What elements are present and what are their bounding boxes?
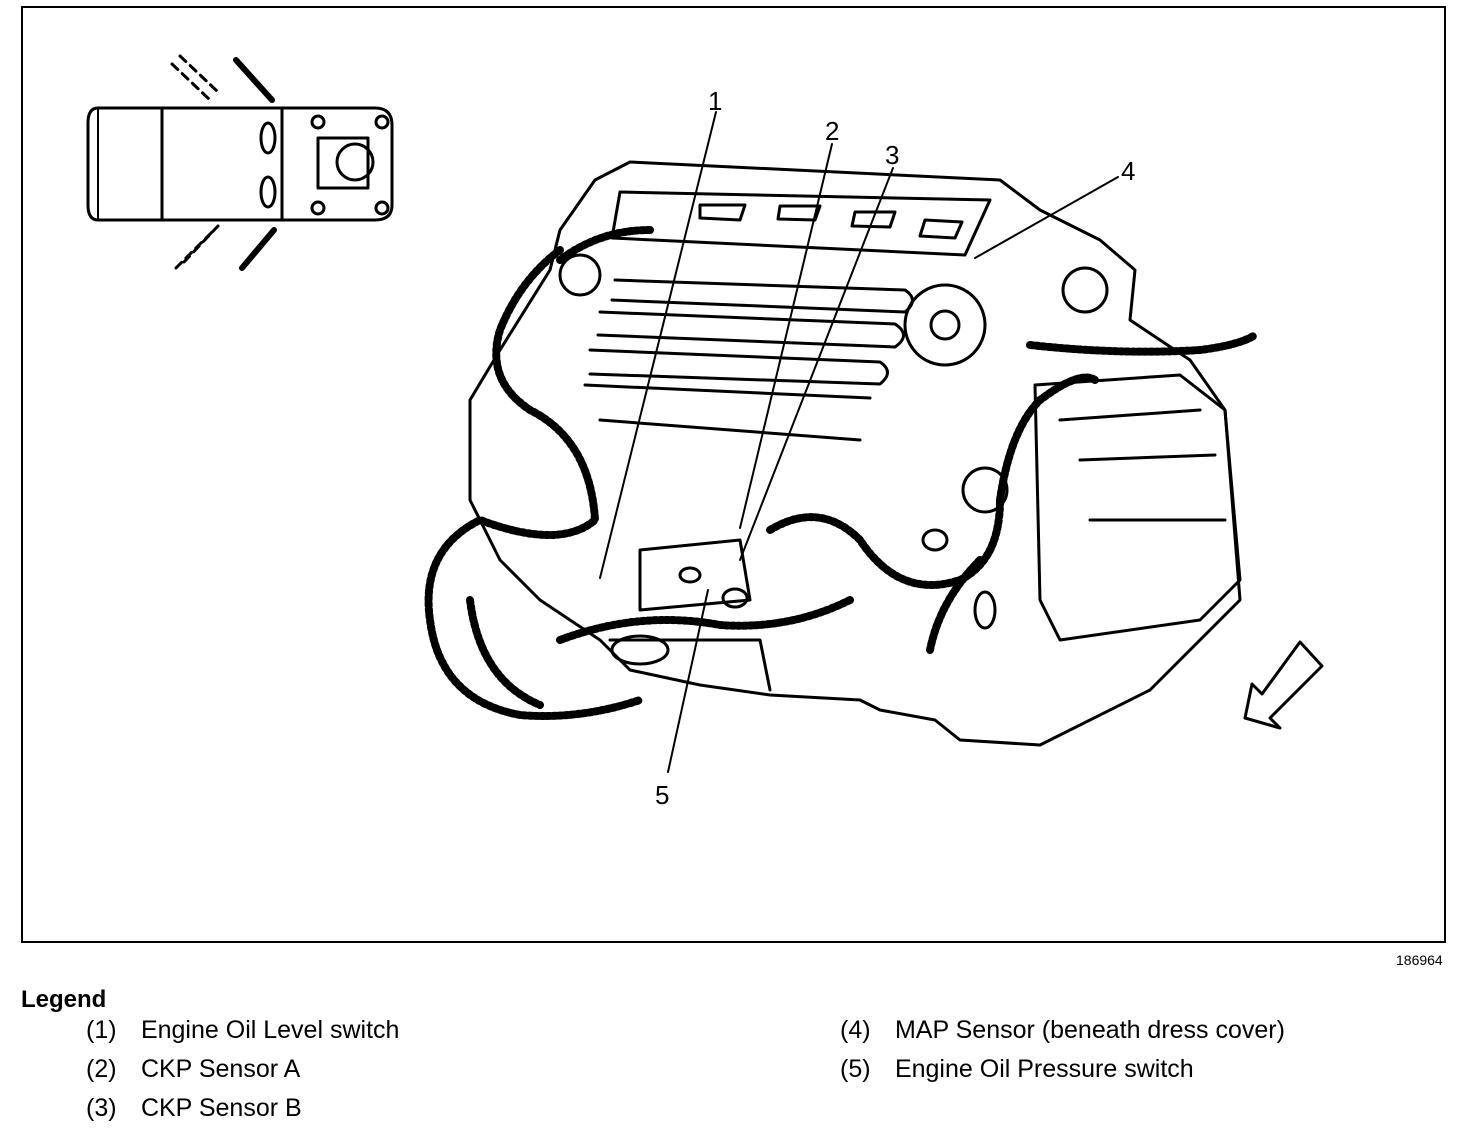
view-direction-arrow — [1243, 640, 1324, 730]
callout-5-label: 5 — [655, 780, 669, 810]
callout-2-label: 2 — [825, 116, 839, 146]
engine-block — [468, 160, 1242, 747]
figure-id: 186964 — [1396, 952, 1443, 968]
legend-item-label: CKP Sensor A — [140, 1055, 301, 1083]
callout-1-label: 1 — [708, 86, 722, 116]
callout-4-label: 4 — [1121, 156, 1135, 186]
figure-frame — [21, 6, 1446, 943]
legend-item-number: (4) — [840, 1016, 871, 1044]
legend-item: (1) Engine Oil Level switch — [86, 1016, 399, 1045]
legend-item-number: (3) — [86, 1094, 117, 1122]
legend-item-number: (2) — [86, 1055, 117, 1083]
callout-3-label: 3 — [885, 140, 899, 170]
legend-title: Legend — [21, 986, 107, 1013]
legend-item-label: Engine Oil Pressure switch — [894, 1055, 1194, 1083]
wiring-harness — [424, 226, 1259, 720]
legend-item: (2) CKP Sensor A — [86, 1055, 300, 1084]
legend-item-label: MAP Sensor (beneath dress cover) — [894, 1016, 1285, 1044]
legend-item-label: Engine Oil Level switch — [140, 1016, 400, 1044]
vehicle-locator-icon — [86, 54, 394, 271]
legend-item-label: CKP Sensor B — [140, 1094, 302, 1122]
legend-item-number: (5) — [840, 1055, 871, 1083]
legend-item: (3) CKP Sensor B — [86, 1094, 302, 1123]
legend-item: (4) MAP Sensor (beneath dress cover) — [840, 1016, 1285, 1045]
legend-item-number: (1) — [86, 1016, 117, 1044]
legend-item: (5) Engine Oil Pressure switch — [840, 1055, 1194, 1084]
